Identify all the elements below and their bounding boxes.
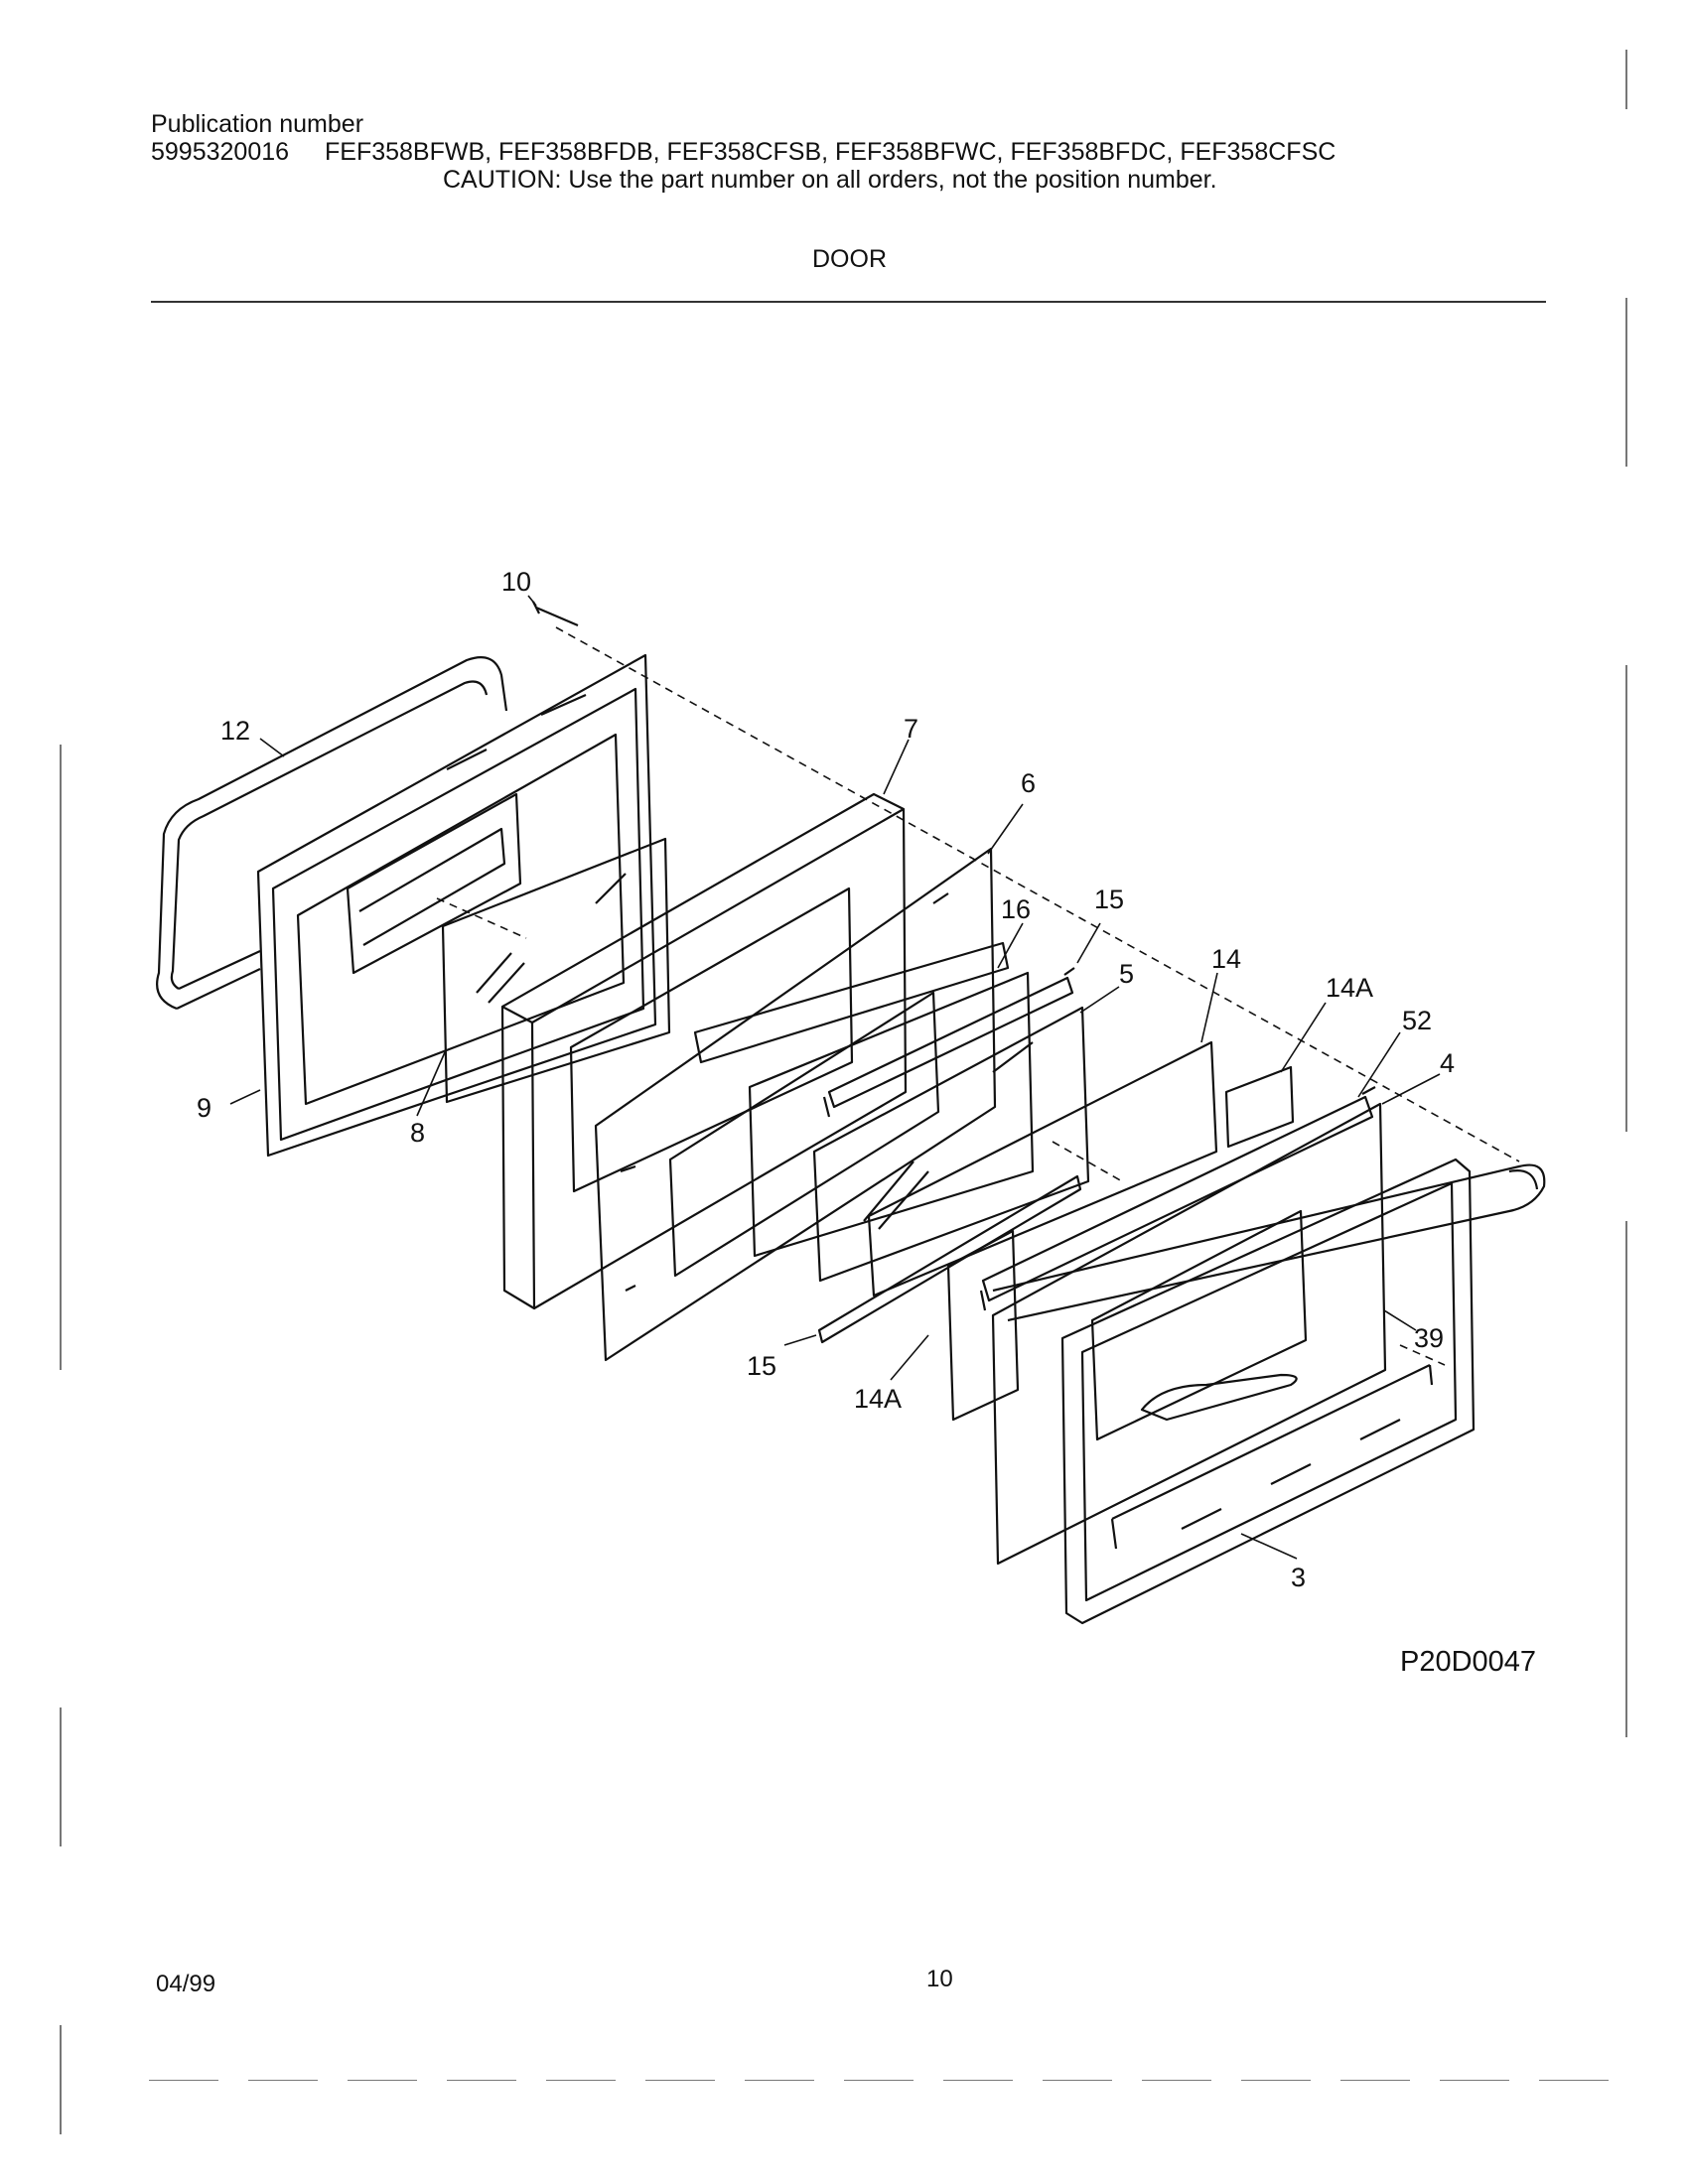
inner-door-panel-part — [256, 653, 657, 1158]
screw-part — [532, 601, 579, 627]
insulation-pad-lower-part — [946, 1229, 1020, 1422]
door-handle-part — [992, 1163, 1546, 1422]
header-divider — [151, 301, 1546, 303]
callout-8: 8 — [410, 1118, 425, 1148]
door-liner-part — [594, 847, 997, 1362]
callout-16: 16 — [1001, 894, 1031, 924]
scan-edge-mark — [1625, 665, 1627, 1132]
scan-edge-mark — [1625, 1221, 1627, 1737]
scan-edge-mark — [60, 1707, 62, 1846]
callout-14: 14 — [1211, 944, 1241, 974]
callout-14A-lower: 14A — [854, 1384, 902, 1414]
scan-edge-mark — [60, 745, 62, 1370]
insulation-part — [500, 792, 908, 1310]
scan-edge-mark — [60, 2025, 62, 2134]
caution-note: CAUTION: Use the part number on all orde… — [443, 166, 1217, 194]
callout-15-upper: 15 — [1094, 885, 1124, 914]
window-trim-part — [693, 941, 1035, 1258]
diagram-code: P20D0047 — [1400, 1646, 1537, 1678]
callout-3: 3 — [1291, 1563, 1306, 1592]
assembly-axis-lines — [436, 626, 1520, 1366]
publication-number: 5995320016 — [151, 138, 290, 166]
footer-date: 04/99 — [156, 1971, 216, 1997]
callout-52: 52 — [1402, 1006, 1432, 1035]
glass-bracket-lower-part — [817, 1174, 1082, 1344]
callout-4: 4 — [1440, 1048, 1455, 1078]
footer-page-number: 10 — [926, 1966, 953, 1992]
insulation-pad-upper-part — [1224, 1065, 1295, 1149]
publication-label: Publication number — [151, 110, 364, 138]
callout-10: 10 — [501, 567, 531, 597]
door-gasket-part — [156, 656, 508, 1011]
middle-glass-part — [812, 1006, 1090, 1283]
callout-6: 6 — [1021, 768, 1036, 798]
section-title: DOOR — [812, 245, 887, 273]
callout-9: 9 — [197, 1093, 211, 1123]
callout-leader-lines — [229, 595, 1441, 1560]
callout-15-lower: 15 — [747, 1351, 776, 1381]
glass-bracket-upper-part — [822, 967, 1075, 1118]
model-list: FEF358BFWB, FEF358BFDB, FEF358CFSB, FEF3… — [325, 138, 1336, 166]
door-frame-part — [1060, 1158, 1476, 1625]
vent-trim-part — [979, 1086, 1376, 1311]
callout-14A-upper: 14A — [1326, 973, 1373, 1003]
callout-5: 5 — [1119, 959, 1134, 989]
scan-edge-mark — [1625, 298, 1627, 467]
scan-edge-mark — [1625, 50, 1627, 109]
scan-bottom-edge — [149, 2080, 1628, 2081]
outer-panel-glass-part — [991, 1102, 1387, 1566]
outer-glass-part — [867, 1040, 1218, 1297]
callout-12: 12 — [220, 716, 250, 746]
callout-39: 39 — [1414, 1323, 1444, 1353]
callout-7: 7 — [904, 714, 918, 744]
inner-glass-part — [441, 837, 671, 1104]
